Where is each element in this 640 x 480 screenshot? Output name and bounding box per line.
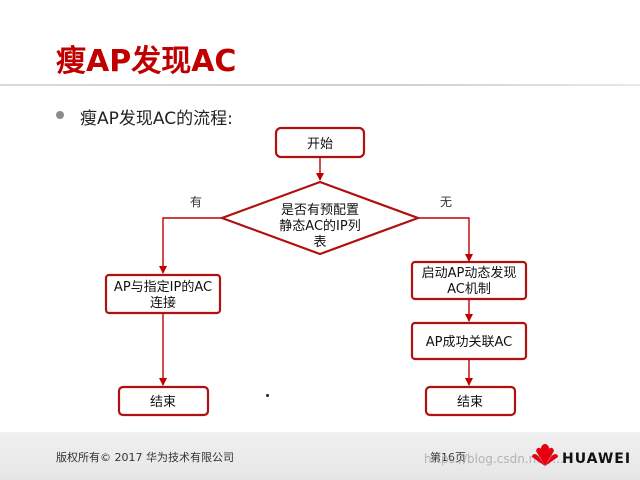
edge-decision-yes: [159, 217, 222, 274]
huawei-logo-icon: [532, 444, 558, 466]
connect-line-1: AP与指定IP的AC: [114, 279, 212, 295]
edge-label-yes: 有: [190, 195, 202, 209]
slide-title: 瘦AP发现AC: [56, 44, 237, 79]
dynamic-line-2: AC机制: [447, 282, 491, 297]
dynamic-line-1: 启动AP动态发现: [422, 265, 517, 281]
bullet-text: 瘦AP发现AC的流程:: [80, 109, 233, 129]
footer-logo-text: HUAWEI: [562, 451, 632, 467]
start-node: 开始: [274, 126, 366, 159]
footer-copyright: 版权所有© 2017 华为技术有限公司: [56, 451, 234, 464]
end-node-right: 结束: [424, 385, 517, 417]
bullet-dot-icon: [56, 111, 64, 119]
end-node-left: 结束: [117, 385, 210, 417]
decision-line-1: 是否有预配置: [281, 203, 359, 218]
success-node-label: AP成功关联AC: [426, 335, 512, 350]
decision-line-2: 静态AC的IP列: [279, 218, 360, 234]
title-divider: [0, 84, 640, 86]
decision-line-3: 表: [313, 235, 326, 250]
connect-node: AP与指定IP的AC 连接: [104, 273, 222, 315]
watermark-text: https://blog.csdn.net/...: [424, 452, 564, 466]
footer-page-number: 第16页: [430, 451, 466, 464]
end-left-label: 结束: [150, 395, 176, 410]
flowchart: 有 无 开始 是否有预配置 静态AC的IP列 表 AP与指定IP的AC 连接 启…: [104, 126, 528, 417]
stray-dot: [266, 394, 269, 397]
connect-line-2: 连接: [150, 295, 176, 311]
success-node: AP成功关联AC: [410, 321, 528, 361]
edge-decision-no: [418, 217, 473, 262]
end-right-label: 结束: [457, 395, 483, 410]
edge-label-no: 无: [440, 195, 452, 209]
start-node-label: 开始: [307, 137, 333, 152]
decision-node: 是否有预配置 静态AC的IP列 表: [218, 180, 422, 256]
dynamic-node: 启动AP动态发现 AC机制: [410, 260, 528, 301]
